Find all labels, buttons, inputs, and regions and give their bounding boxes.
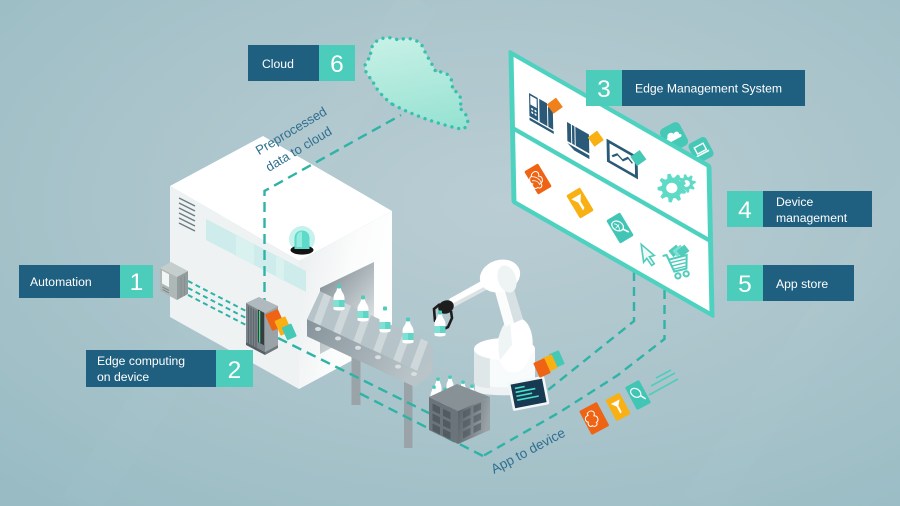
- svg-text:2: 2: [228, 357, 242, 384]
- svg-text:Device: Device: [776, 195, 813, 209]
- svg-text:1: 1: [130, 269, 144, 296]
- svg-text:App store: App store: [776, 277, 828, 291]
- svg-text:Cloud: Cloud: [262, 57, 294, 71]
- svg-text:4: 4: [738, 197, 752, 224]
- svg-text:Automation: Automation: [30, 275, 92, 289]
- svg-text:3: 3: [597, 76, 611, 103]
- svg-text:6: 6: [330, 51, 344, 78]
- svg-text:on device: on device: [97, 370, 149, 384]
- svg-text:5: 5: [738, 271, 752, 298]
- svg-text:Edge Management System: Edge Management System: [635, 82, 782, 96]
- svg-text:Edge computing: Edge computing: [97, 354, 185, 368]
- svg-text:management: management: [776, 211, 848, 225]
